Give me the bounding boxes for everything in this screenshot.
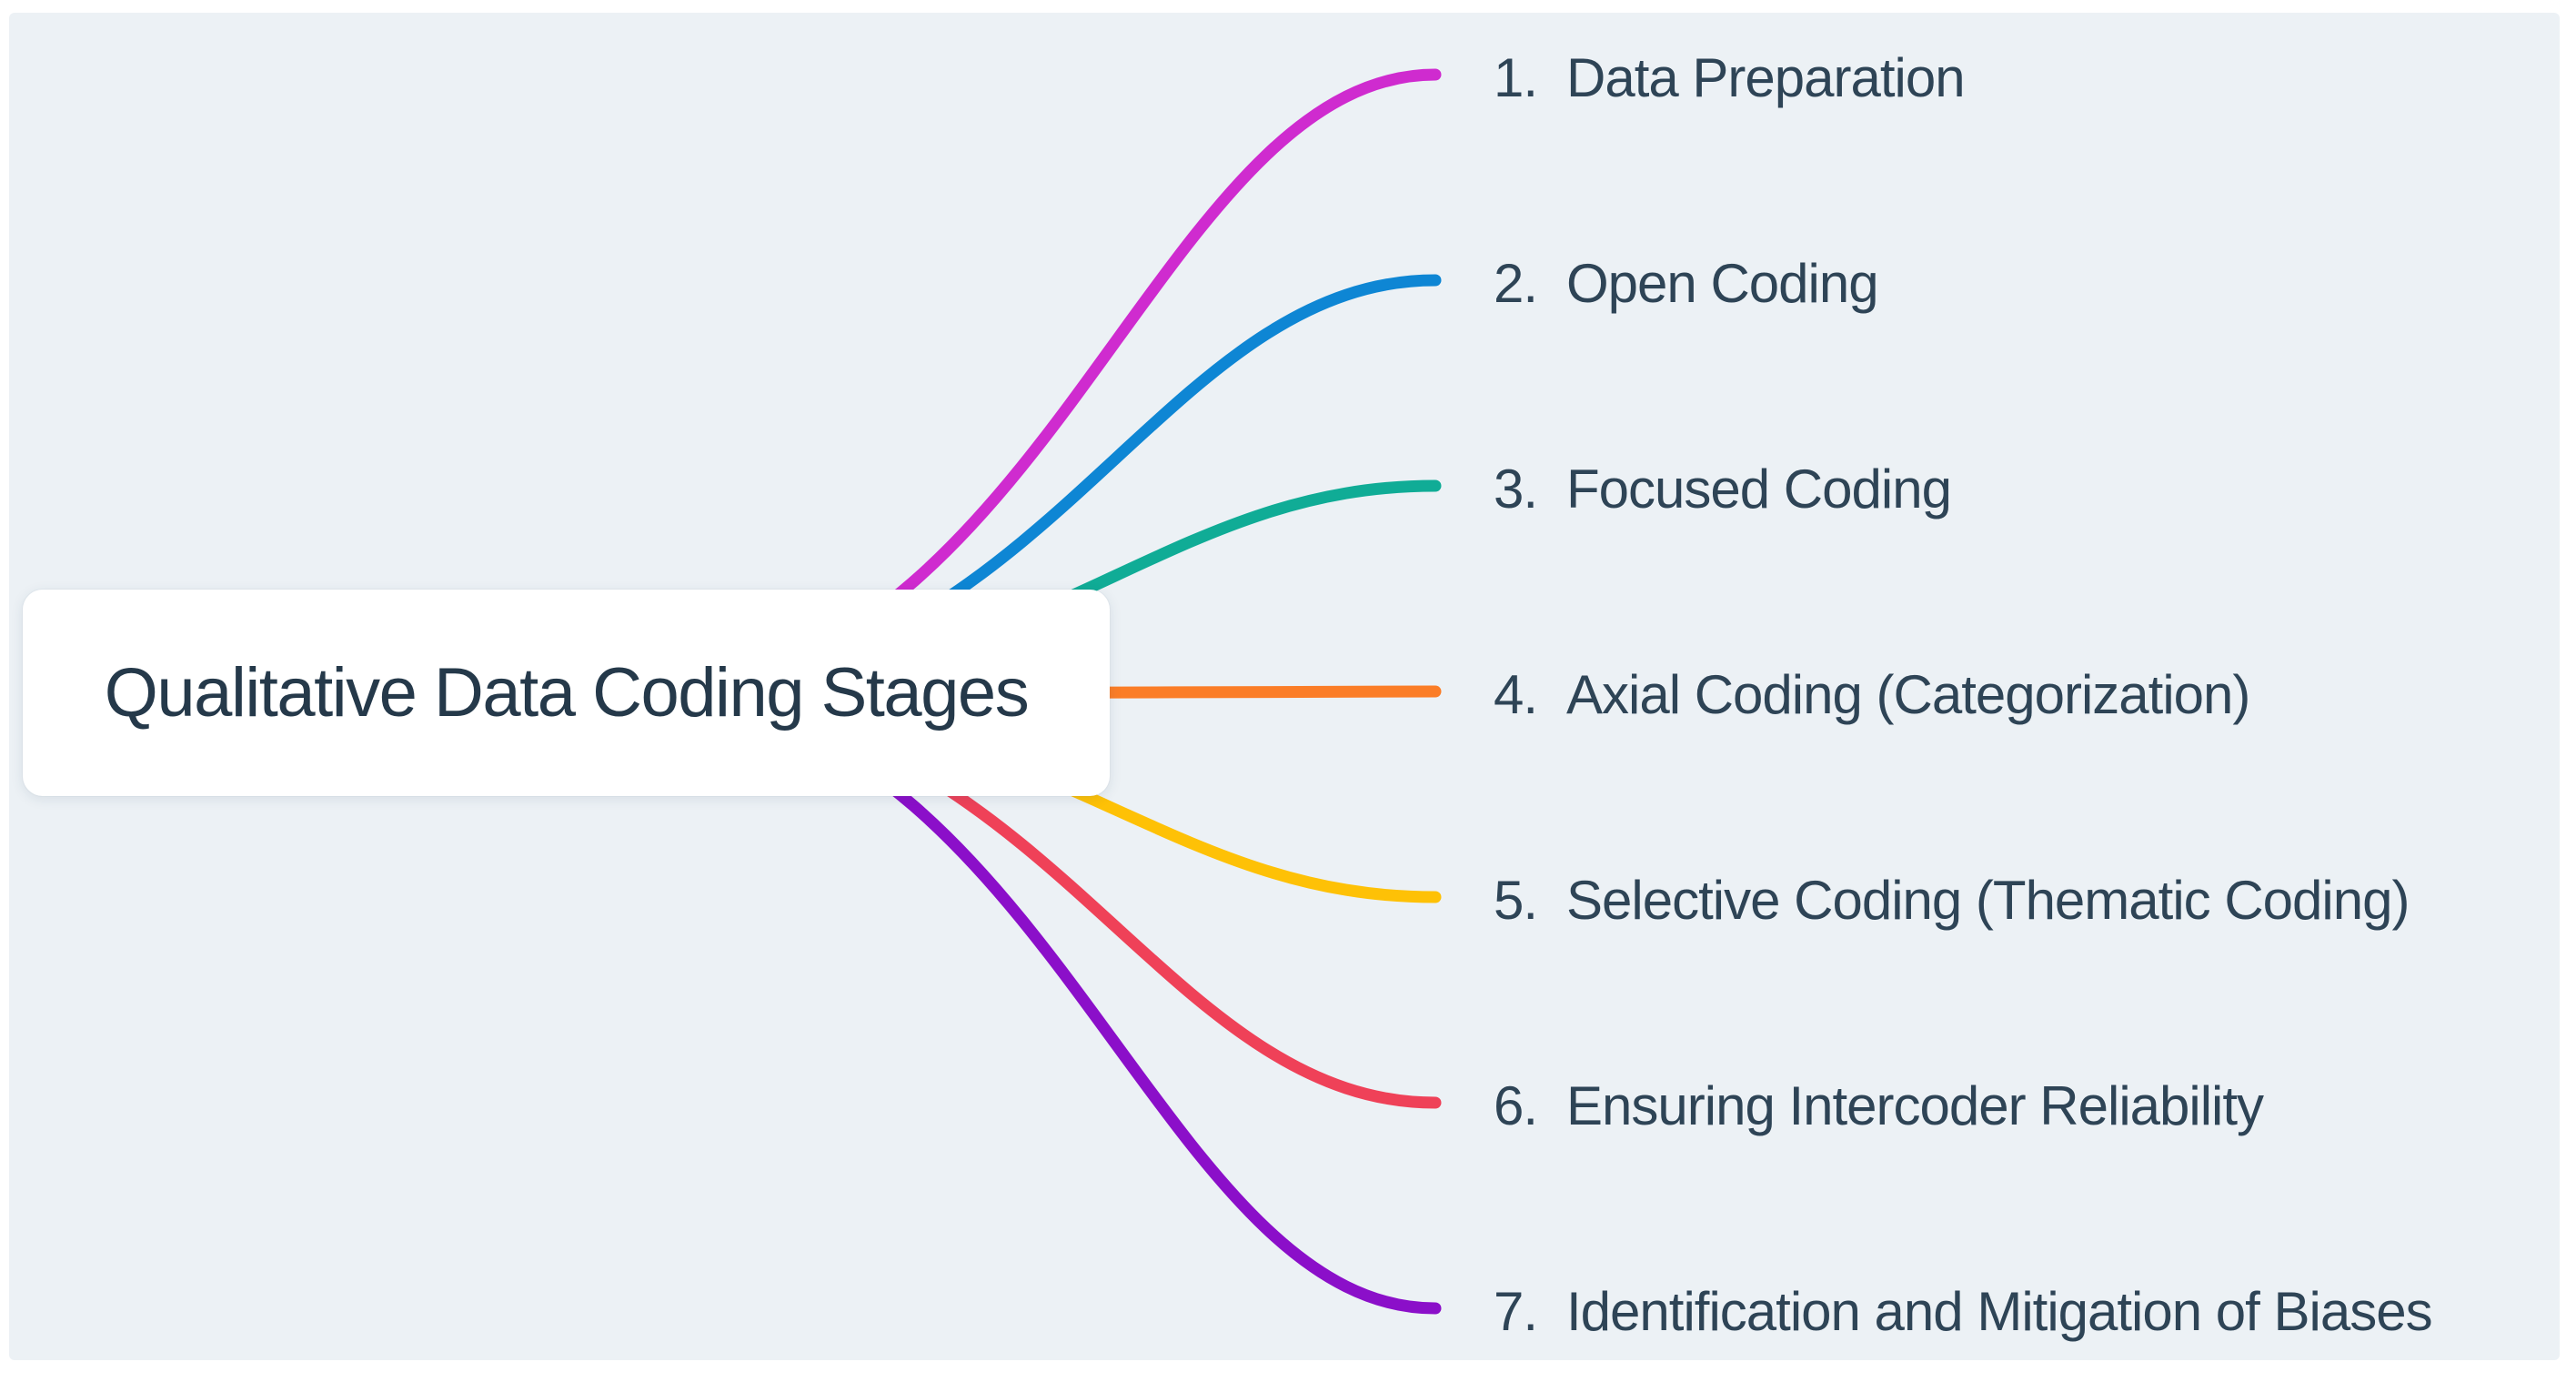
branch-label: Axial Coding (Categorization) (1566, 663, 2250, 725)
branch-item-2[interactable]: 2. Open Coding (1494, 242, 1879, 324)
root-node-title: Qualitative Data Coding Stages (104, 654, 1030, 731)
branch-label: Open Coding (1566, 252, 1879, 314)
branch-item-1[interactable]: 1. Data Preparation (1494, 36, 1966, 118)
branch-label: Selective Coding (Thematic Coding) (1566, 869, 2410, 931)
branch-label: Identification and Mitigation of Biases (1566, 1280, 2433, 1342)
branch-item-5[interactable]: 5. Selective Coding (Thematic Coding) (1494, 859, 2410, 941)
branch-number: 7. (1494, 1280, 1538, 1342)
branch-number: 1. (1494, 46, 1538, 108)
branch-number: 5. (1494, 869, 1538, 931)
branch-label: Data Preparation (1566, 46, 1966, 108)
branch-number: 2. (1494, 252, 1538, 314)
branch-number: 6. (1494, 1074, 1538, 1136)
branch-number: 3. (1494, 458, 1538, 520)
branch-label: Ensuring Intercoder Reliability (1566, 1074, 2264, 1136)
branch-number: 4. (1494, 663, 1538, 725)
branch-label: Focused Coding (1566, 458, 1952, 520)
branch-item-3[interactable]: 3. Focused Coding (1494, 448, 1952, 530)
root-node[interactable]: Qualitative Data Coding Stages (23, 590, 1110, 796)
branch-item-7[interactable]: 7. Identification and Mitigation of Bias… (1494, 1270, 2433, 1352)
branch-item-6[interactable]: 6. Ensuring Intercoder Reliability (1494, 1064, 2264, 1146)
branch-item-4[interactable]: 4. Axial Coding (Categorization) (1494, 653, 2250, 735)
